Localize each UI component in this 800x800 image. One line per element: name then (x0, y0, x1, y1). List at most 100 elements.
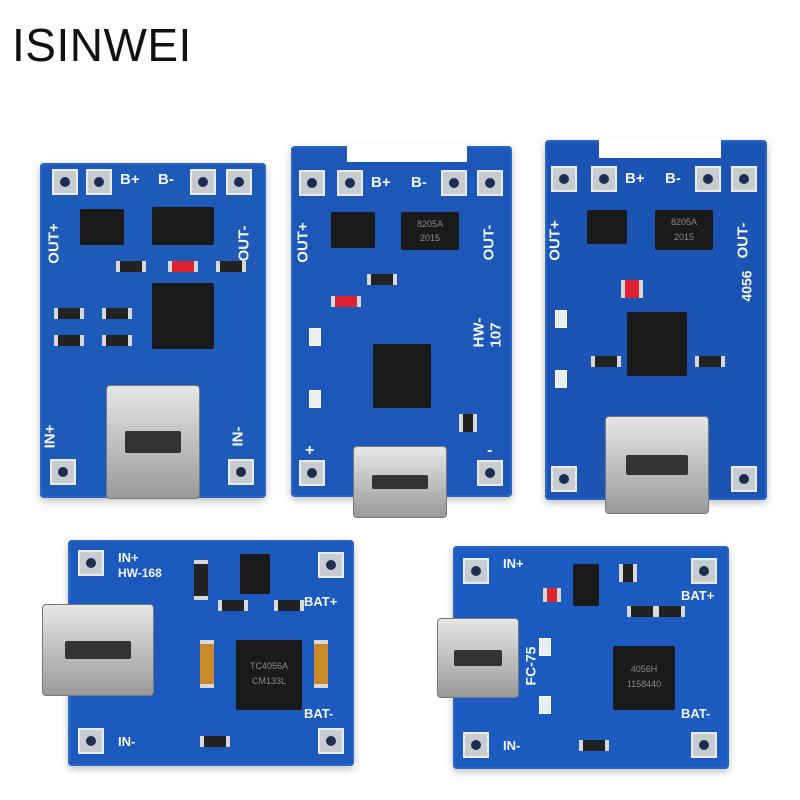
pad (299, 460, 325, 486)
pad (695, 166, 721, 192)
board-3: B+ B- OUT+ OUT- 8205A 2015 4056 (545, 138, 767, 514)
label-in-plus: IN+ (503, 556, 524, 571)
ic-chip (587, 210, 627, 244)
smd-component (619, 564, 637, 582)
board-2: B+ B- OUT+ OUT- 8205A 2015 HW-107 + - (291, 144, 512, 518)
smd-component (621, 280, 643, 298)
smd-component (168, 261, 198, 272)
label-out-minus: OUT- (235, 225, 253, 262)
pad (228, 459, 254, 485)
pad (463, 558, 489, 584)
smd-component (200, 736, 230, 747)
pad (477, 170, 503, 196)
ic-chip: 8205A 2015 (655, 210, 713, 250)
pad (299, 170, 325, 196)
pad (52, 169, 78, 195)
brand-title: ISINWEI (12, 19, 192, 71)
label-in-minus: IN- (118, 734, 136, 749)
pad (337, 170, 363, 196)
led-indicator (309, 328, 321, 346)
smd-component (314, 640, 328, 688)
ic-chip: TC4056A CM133L (236, 640, 302, 710)
ic-chip: 4056H 1158440 (613, 646, 675, 710)
label-out-plus: OUT+ (294, 222, 312, 263)
ic-chip (240, 554, 270, 594)
ic-chip (331, 212, 375, 248)
label-model: FC-75 (522, 646, 539, 686)
label-b-plus: B+ (625, 170, 645, 187)
label-b-plus: B+ (120, 171, 140, 188)
chip-marking: 2015 (673, 232, 695, 242)
mini-usb-port (106, 385, 200, 499)
pad (591, 166, 617, 192)
smd-component (194, 560, 208, 600)
ic-chip: 8205A 2015 (401, 212, 459, 250)
chip-marking: 8205A (670, 217, 698, 228)
usb-c-port (605, 416, 709, 514)
smd-component (655, 606, 685, 617)
pad (731, 466, 757, 492)
pad (226, 169, 252, 195)
smd-component (102, 308, 132, 319)
ic-chip (80, 209, 124, 245)
label-code: 4056 (738, 270, 755, 302)
label-model: HW-168 (118, 566, 162, 580)
smd-component (218, 600, 248, 611)
pad (78, 728, 104, 754)
smd-component (367, 274, 397, 285)
smd-component (695, 356, 725, 367)
chip-marking: TC4056A (249, 661, 289, 671)
pad (463, 732, 489, 758)
label-b-minus: B- (665, 170, 681, 187)
pad (78, 550, 104, 576)
pad (441, 170, 467, 196)
led-indicator (309, 390, 321, 408)
led-indicator (539, 638, 551, 656)
micro-usb-port (437, 618, 519, 698)
chip-marking: 4056H (630, 663, 658, 674)
label-minus: - (487, 442, 493, 459)
label-b-plus: B+ (371, 174, 391, 191)
smd-component (200, 640, 214, 688)
label-in-plus: IN+ (118, 550, 139, 565)
board-5: IN+ BAT+ FC-75 4056H 1158440 BAT- IN- (437, 546, 729, 769)
label-bat-minus: BAT- (681, 706, 711, 721)
label-b-minus: B- (411, 174, 427, 191)
smd-component (54, 308, 84, 319)
smd-component (591, 356, 621, 367)
smd-component (627, 606, 657, 617)
pad (551, 166, 577, 192)
label-b-minus: B- (158, 171, 174, 188)
ic-chip (152, 283, 214, 349)
pad (551, 466, 577, 492)
label-bat-plus: BAT+ (681, 588, 715, 603)
ic-chip (627, 312, 687, 376)
label-model: HW-107 (470, 317, 505, 348)
smd-component (331, 296, 361, 307)
chip-marking: 2015 (419, 232, 441, 243)
label-out-minus: OUT- (734, 222, 752, 259)
chip-marking: 1158440 (626, 679, 662, 690)
pad (731, 166, 757, 192)
micro-usb-port (353, 446, 447, 518)
pad (477, 460, 503, 486)
ic-chip (573, 564, 599, 606)
pad (318, 552, 344, 578)
chip-marking: 8205A (416, 218, 444, 229)
smd-component (54, 335, 84, 346)
label-in-plus: IN+ (41, 424, 59, 449)
board-4: IN+ HW-168 BAT+ TC4056A CM133L BAT- IN- (42, 540, 354, 766)
ic-chip (373, 344, 431, 408)
smd-component (459, 414, 477, 432)
smd-component (543, 588, 561, 602)
label-bat-plus: BAT+ (304, 594, 338, 609)
label-in-minus: IN- (503, 738, 521, 753)
mini-usb-port (42, 604, 154, 696)
label-plus: + (305, 442, 315, 459)
smd-component (116, 261, 146, 272)
pad (691, 558, 717, 584)
pad (86, 169, 112, 195)
board-1: B+ B- OUT+ OUT- IN+ IN- (40, 163, 266, 499)
label-out-minus: OUT- (480, 224, 498, 261)
smd-component (274, 600, 304, 611)
